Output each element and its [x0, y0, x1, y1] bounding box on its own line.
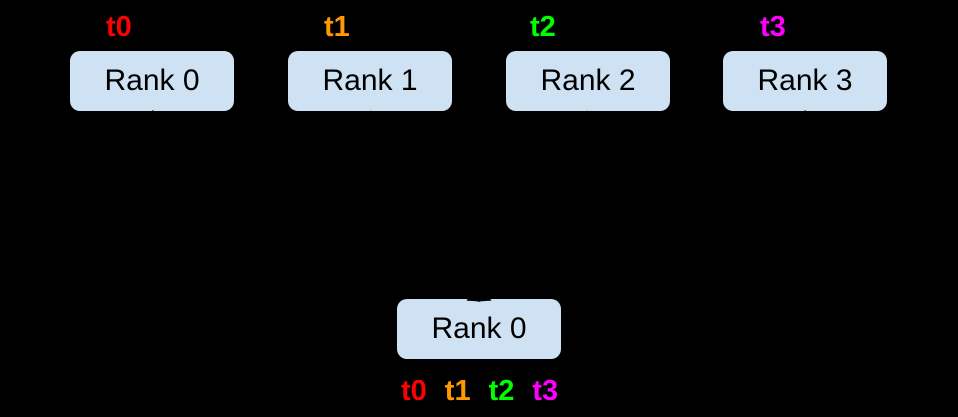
arrow-rank2-to-rank0 — [478, 110, 589, 302]
thread-label-t1-bottom: t1 — [444, 375, 471, 407]
bottom-thread-labels: t0 t1 t2 t3 — [401, 376, 558, 406]
rank-0-label-bottom: Rank 0 — [431, 312, 527, 345]
rank-0-label-top: Rank 0 — [104, 64, 200, 97]
rank-3-box: Rank 3 — [723, 51, 887, 111]
thread-label-t0-top: t0 — [106, 11, 132, 43]
thread-label-t0-bottom: t0 — [401, 375, 427, 407]
thread-label-t3-top: t3 — [760, 11, 786, 43]
thread-label-t3-bottom: t3 — [532, 375, 559, 407]
rank-0-box-top: Rank 0 — [70, 51, 234, 111]
rank-1-label: Rank 1 — [322, 64, 418, 97]
thread-label-t2-top: t2 — [530, 11, 556, 43]
arrow-rank0-to-rank0 — [151, 110, 480, 302]
thread-label-t2-bottom: t2 — [488, 375, 515, 407]
thread-label-t1-top: t1 — [324, 11, 350, 43]
rank-2-label: Rank 2 — [540, 64, 636, 97]
arrow-rank3-to-rank0 — [478, 110, 807, 302]
rank-1-box: Rank 1 — [288, 51, 452, 111]
arrow-rank1-to-rank0 — [369, 110, 480, 302]
rank-3-label: Rank 3 — [757, 64, 853, 97]
rank-0-box-bottom: Rank 0 — [397, 299, 561, 359]
rank-2-box: Rank 2 — [506, 51, 670, 111]
